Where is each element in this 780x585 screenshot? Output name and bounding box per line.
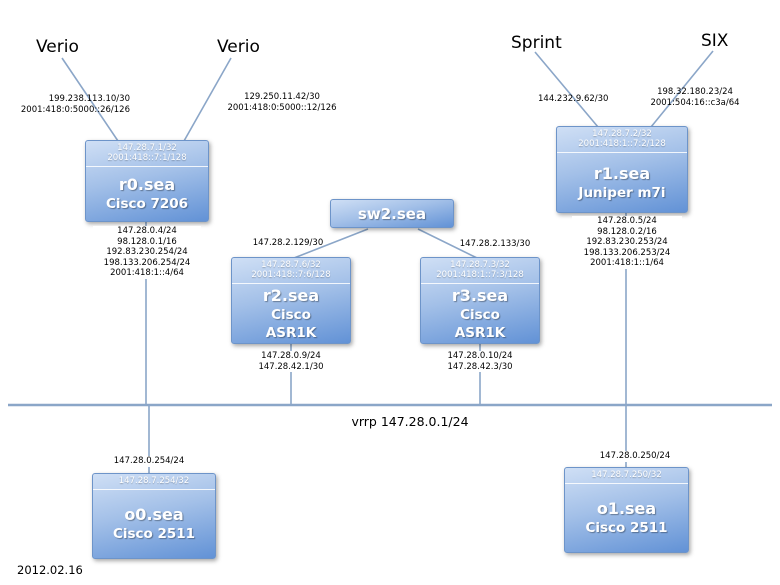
ip-line: 2001:418:0:5000::26/126 — [20, 104, 130, 115]
sprint-link-ips: 144.232.9.62/30 — [538, 94, 624, 105]
r3-interface-ips: 147.28.0.10/24 147.28.42.3/30 — [430, 351, 530, 373]
ip-line: 98.128.0.2/16 — [597, 226, 657, 237]
link-sw2-r3 — [417, 228, 478, 259]
loopback-line: 147.28.7.2/32 — [592, 129, 652, 139]
r2-interface-ips: 147.28.0.9/24 147.28.42.1/30 — [241, 351, 341, 373]
link-verio-right-r0 — [183, 57, 232, 142]
node-sw2: sw2.sea — [330, 199, 454, 228]
ip-line: 2001:418:1::1/64 — [590, 258, 664, 269]
node-model: ASR1K — [454, 324, 506, 341]
link-label-sw2-r2: 147.28.2.129/30 — [252, 238, 324, 248]
node-r2-body: r2.sea Cisco ASR1K — [232, 284, 350, 343]
link-six-r1 — [650, 50, 714, 128]
ip-line: 198.32.180.23/24 — [657, 87, 733, 97]
node-r3-body: r3.sea Cisco ASR1K — [421, 284, 539, 343]
ip-line: 147.28.42.1/30 — [258, 361, 324, 372]
loopback-line: 147.28.7.3/32 — [450, 260, 510, 270]
provider-verio-right: Verio — [217, 37, 260, 57]
ip-line: 192.83.230.253/24 — [586, 237, 668, 248]
node-r2-loopbacks: 147.28.7.6/32 2001:418::7:6/128 — [232, 258, 350, 284]
link-sw2-r2 — [293, 228, 369, 259]
node-name: sw2.sea — [357, 204, 427, 223]
provider-verio-left: Verio — [36, 37, 79, 57]
loopback-line: 147.28.7.250/32 — [591, 470, 662, 480]
node-model: ASR1K — [265, 324, 317, 341]
loopback-line: 2001:418::7:6/128 — [251, 269, 331, 280]
verio-right-link-ips: 129.250.11.42/30 2001:418:0:5000::12/126 — [222, 92, 342, 113]
loopback-line: 2001:418:1::7:2/128 — [578, 138, 666, 149]
node-o1: 147.28.7.250/32 o1.sea Cisco 2511 — [564, 467, 689, 553]
node-name: r2.sea — [262, 285, 320, 305]
node-o1-body: o1.sea Cisco 2511 — [565, 484, 688, 552]
ip-line: 2001:418:0:5000::12/126 — [227, 102, 337, 113]
ip-line: 129.250.11.42/30 — [244, 92, 320, 102]
ip-line: 192.83.230.254/24 — [106, 247, 188, 258]
node-o0-body: o0.sea Cisco 2511 — [93, 490, 215, 558]
loopback-line: 147.28.7.6/32 — [261, 260, 321, 270]
node-model: Cisco 2511 — [112, 526, 196, 543]
ip-line: 2001:504:16::c3a/64 — [650, 97, 740, 108]
node-model: Cisco — [271, 306, 311, 323]
ip-line: 198.133.206.253/24 — [583, 247, 671, 258]
ip-line: 147.28.0.9/24 — [261, 351, 321, 361]
o1-uplink-ip: 147.28.0.250/24 — [594, 451, 676, 462]
node-o1-loopbacks: 147.28.7.250/32 — [565, 468, 688, 484]
ip-line: 198.133.206.254/24 — [103, 257, 191, 268]
node-o0: 147.28.7.254/32 o0.sea Cisco 2511 — [92, 473, 216, 559]
node-r0: 147.28.7.1/32 2001:418::7:1/128 r0.sea C… — [85, 140, 209, 222]
node-r1-body: r1.sea Juniper m7i — [557, 153, 687, 212]
node-name: r3.sea — [451, 285, 509, 305]
loopback-line: 147.28.7.254/32 — [118, 476, 190, 486]
r0-interface-ips: 147.28.0.4/24 98.128.0.1/16 192.83.230.2… — [93, 226, 201, 279]
date-label: 2012.02.16 — [17, 563, 83, 577]
r1-interface-ips: 147.28.0.5/24 98.128.0.2/16 192.83.230.2… — [572, 216, 682, 269]
provider-six: SIX — [701, 31, 729, 51]
ip-line: 2001:418:1::4/64 — [110, 268, 184, 279]
link-label-sw2-r3: 147.28.2.133/30 — [459, 239, 531, 249]
node-name: o0.sea — [124, 505, 184, 525]
bus-label: vrrp 147.28.0.1/24 — [351, 414, 469, 429]
ip-line: 98.128.0.1/16 — [117, 236, 177, 247]
ip-line: 147.28.0.5/24 — [597, 216, 657, 226]
node-name: r0.sea — [118, 175, 176, 195]
ip-line: 147.28.0.4/24 — [117, 226, 177, 236]
six-link-ips: 198.32.180.23/24 2001:504:16::c3a/64 — [645, 87, 745, 108]
node-model: Juniper m7i — [578, 184, 666, 201]
ip-line: 147.28.42.3/30 — [447, 361, 513, 372]
node-r0-body: r0.sea Cisco 7206 — [86, 167, 208, 221]
node-sw2-body: sw2.sea — [331, 200, 453, 227]
loopback-line: 2001:418:1::7:3/128 — [436, 269, 524, 280]
ip-line: 144.232.9.62/30 — [538, 94, 609, 104]
node-o0-loopbacks: 147.28.7.254/32 — [93, 474, 215, 490]
verio-left-link-ips: 199.238.113.10/30 2001:418:0:5000::26/12… — [18, 94, 130, 115]
ip-line: 147.28.0.10/24 — [447, 351, 513, 361]
node-model: Cisco 7206 — [105, 196, 189, 213]
loopback-line: 147.28.7.1/32 — [117, 143, 177, 153]
node-r1: 147.28.7.2/32 2001:418:1::7:2/128 r1.sea… — [556, 126, 688, 213]
node-r1-loopbacks: 147.28.7.2/32 2001:418:1::7:2/128 — [557, 127, 687, 153]
node-model: Cisco 2511 — [585, 520, 668, 537]
node-model: Cisco — [460, 306, 500, 323]
node-r0-loopbacks: 147.28.7.1/32 2001:418::7:1/128 — [86, 141, 208, 167]
node-name: o1.sea — [596, 499, 657, 519]
node-r3: 147.28.7.3/32 2001:418:1::7:3/128 r3.sea… — [420, 257, 540, 344]
node-r3-loopbacks: 147.28.7.3/32 2001:418:1::7:3/128 — [421, 258, 539, 284]
loopback-line: 2001:418::7:1/128 — [107, 152, 187, 163]
node-name: r1.sea — [593, 163, 651, 183]
o0-uplink-ip: 147.28.0.254/24 — [108, 456, 190, 467]
provider-sprint: Sprint — [511, 33, 562, 53]
link-verio-left-r0 — [61, 57, 119, 142]
node-r2: 147.28.7.6/32 2001:418::7:6/128 r2.sea C… — [231, 257, 351, 344]
link-sprint-r1 — [534, 51, 599, 128]
ip-line: 199.238.113.10/30 — [48, 94, 130, 104]
